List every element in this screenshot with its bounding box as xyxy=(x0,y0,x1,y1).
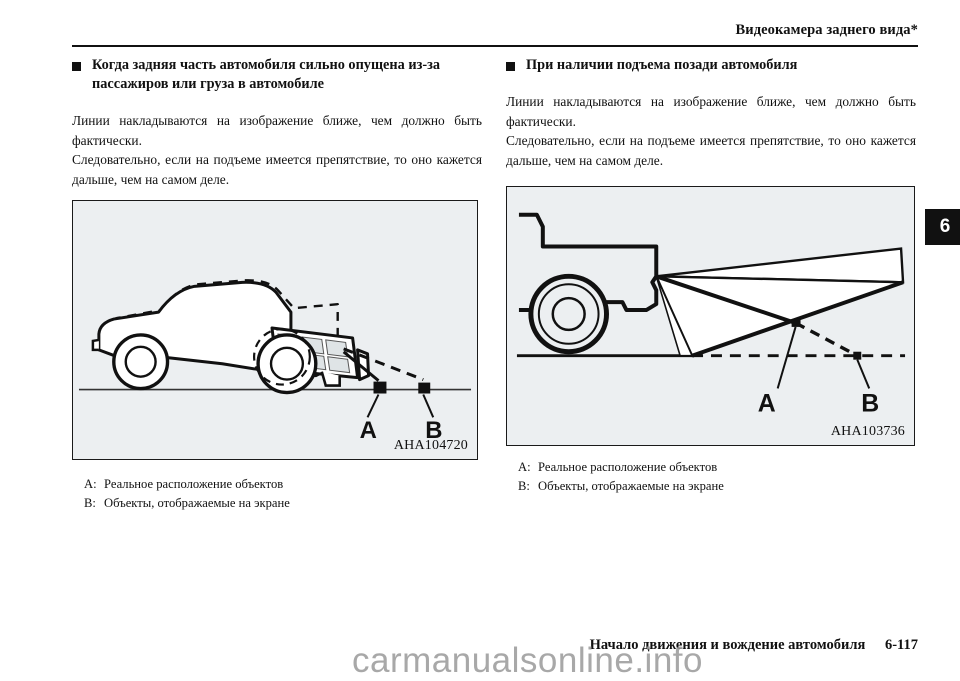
legend-row: B: Объекты, отображаемые на экране xyxy=(518,477,918,496)
header-divider xyxy=(72,45,918,47)
legend-right: A: Реальное расположение объектов B: Объ… xyxy=(518,458,918,496)
left-column: Когда задняя часть автомобиля сильно опу… xyxy=(72,56,482,190)
legend-value-a: Реальное расположение объектов xyxy=(104,477,284,491)
figure-right-label-a: A xyxy=(758,390,776,417)
marker-a xyxy=(373,381,387,394)
figure-upslope-behind-vehicle: A B AHA103736 xyxy=(506,186,915,446)
bullet-square-icon xyxy=(506,62,515,71)
rear-wheel-right-figure xyxy=(528,273,609,355)
legend-value-b: Объекты, отображаемые на экране xyxy=(538,478,724,493)
figure-right-code: AHA103736 xyxy=(830,424,905,439)
legend-key-b: B: xyxy=(518,478,530,493)
left-section-heading: Когда задняя часть автомобиля сильно опу… xyxy=(72,56,482,94)
marker-b xyxy=(853,351,862,360)
figure-vehicle-rear-lowered: A B AHA104720 xyxy=(72,200,478,460)
left-paragraph-1: Линии накладываются на изображение ближе… xyxy=(72,113,482,148)
page-header: Видеокамера заднего вида* xyxy=(72,22,918,48)
legend-left: A: Реальное расположение объектов B: Объ… xyxy=(84,475,484,513)
footer-section-title: Начало движения и вождение автомобиля xyxy=(589,637,866,653)
page-footer: Начало движения и вождение автомобиля 6-… xyxy=(72,637,918,661)
footer-page-number: 6-117 xyxy=(884,637,918,653)
right-section-heading-text: При наличии подъема позади автомобиля xyxy=(526,57,798,73)
figure-left-label-a: A xyxy=(360,417,377,444)
legend-key-b: B: xyxy=(84,495,96,510)
right-body-text: Линии накладываются на изображение ближе… xyxy=(506,92,916,171)
front-wheel xyxy=(112,333,170,391)
legend-value-b: Объекты, отображаемые на экране xyxy=(104,495,290,510)
page-title: Видеокамера заднего вида* xyxy=(735,22,918,38)
legend-key-a: A: xyxy=(84,477,97,491)
rear-wheel xyxy=(253,327,318,395)
left-section-heading-text: Когда задняя часть автомобиля сильно опу… xyxy=(92,57,440,92)
figure-left-label-b: B xyxy=(425,417,442,444)
right-column: При наличии подъема позади автомобиля Ли… xyxy=(506,56,916,171)
chapter-tab-6[interactable]: 6 xyxy=(925,209,960,245)
right-paragraph-2: Следовательно, если на подъеме имеется п… xyxy=(506,133,916,169)
marker-b xyxy=(418,382,431,394)
marker-a xyxy=(791,318,801,327)
legend-row: A: Реальное расположение объектов xyxy=(518,458,918,477)
figure-right-graphic: A B xyxy=(516,212,906,417)
figure-left-code: AHA104720 xyxy=(393,438,468,453)
legend-row: B: Объекты, отображаемые на экране xyxy=(84,494,484,513)
legend-value-a: Реальное расположение объектов xyxy=(538,460,718,474)
left-body-text: Линии накладываются на изображение ближе… xyxy=(72,111,482,190)
bullet-square-icon xyxy=(72,62,81,71)
figure-left-graphic: A B xyxy=(78,279,472,444)
legend-key-a: A: xyxy=(518,460,531,474)
chapter-tab-number: 6 xyxy=(939,216,951,237)
footer-inner: Начало движения и вождение автомобиля 6-… xyxy=(590,637,918,654)
left-paragraph-2: Следовательно, если на подъеме имеется п… xyxy=(72,152,482,188)
legend-row: A: Реальное расположение объектов xyxy=(84,475,484,494)
right-section-heading: При наличии подъема позади автомобиля xyxy=(506,56,916,75)
right-paragraph-1: Линии накладываются на изображение ближе… xyxy=(506,94,916,129)
figure-right-label-b: B xyxy=(861,390,879,417)
